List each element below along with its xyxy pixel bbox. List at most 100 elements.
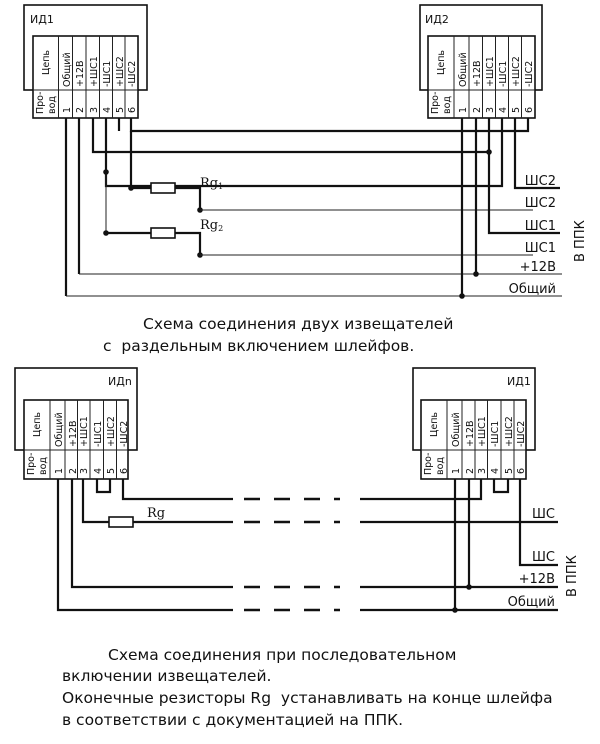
pin-label: -ШС1 xyxy=(490,421,501,447)
column-header-wire: вод xyxy=(47,96,58,114)
caption-diagram1-line1: Схема соединения двух извещателей xyxy=(143,315,454,333)
resistor-label-rg2: Rg2 xyxy=(200,218,223,233)
wire-rg1-out xyxy=(175,186,202,210)
pin-label: +12В xyxy=(465,420,476,447)
junction-dot xyxy=(473,271,479,277)
column-header-circuit: Цепь xyxy=(429,412,440,437)
pin-number: 6 xyxy=(524,107,535,113)
wire-rg-in xyxy=(81,479,109,524)
pin-label: Общий xyxy=(62,52,73,87)
detector-id1-bottom: ИД1 ЦепьПро-водОбщий1+12В2+ШС13-ШС14+ШС2… xyxy=(412,367,536,480)
junction-dot xyxy=(486,149,492,155)
terminal-block: ЦепьПро-водОбщий1+12В2+ШС13-ШС14+ШС25-ШС… xyxy=(427,35,536,119)
output-label: Общий xyxy=(509,282,556,297)
pin-number: 3 xyxy=(79,468,90,474)
pin-label: +ШС1 xyxy=(89,56,100,87)
caption-diagram1-line2: с раздельным включением шлейфов. xyxy=(103,337,415,355)
pin-label: +ШС2 xyxy=(115,56,126,87)
destination-label: В ППК xyxy=(565,555,580,597)
pin-number: 1 xyxy=(458,107,469,113)
pin-label: -ШС1 xyxy=(498,61,509,87)
pin-number: 5 xyxy=(511,107,522,113)
rg-name: Rg xyxy=(200,218,218,233)
output-label: ШС1 xyxy=(525,219,556,234)
pin-label: +ШС1 xyxy=(477,416,488,447)
column-header-wire: Про- xyxy=(35,92,46,114)
output-label: ШС xyxy=(532,507,555,522)
detector-id2-top: ИД2 ЦепьПро-водОбщий1+12В2+ШС13-ШС14+ШС2… xyxy=(419,4,543,119)
pin-label: -ШС1 xyxy=(102,61,113,87)
output-label: ШС xyxy=(532,550,555,565)
pin-number: 2 xyxy=(75,107,86,113)
wires-2 xyxy=(56,479,558,613)
junction-dot xyxy=(452,607,458,613)
junction-dot xyxy=(103,230,109,236)
pin-number: 5 xyxy=(115,107,126,113)
pin-label: +ШС1 xyxy=(79,416,90,447)
terminal-block: ЦепьПро-водОбщий1+12В2+ШС13-ШС14+ШС25-ШС… xyxy=(23,399,130,480)
pin-label: +12В xyxy=(75,60,86,87)
pin-number: 2 xyxy=(472,107,483,113)
wire-shs-top-right xyxy=(360,479,483,501)
caption-diagram2-line2: включении извещателей. xyxy=(62,667,272,685)
output-label: Общий xyxy=(508,595,555,610)
pin-number: 4 xyxy=(490,468,501,474)
rg-index: 1 xyxy=(218,182,223,191)
detector-id1-top: ИД1 ЦепьПро-водОбщий1+12В2+ШС13-ШС14+ШС2… xyxy=(23,4,148,119)
wire-rg2-out xyxy=(175,231,202,255)
column-header-wire: Про- xyxy=(430,92,441,114)
pin-label: -ШС2 xyxy=(516,421,527,447)
resistor-rg2 xyxy=(150,227,176,239)
pin-number: 6 xyxy=(127,107,138,113)
pin-number: 4 xyxy=(498,107,509,113)
pin-label: -ШС1 xyxy=(93,421,104,447)
terminal-frame xyxy=(23,399,129,480)
column-header-wire: вод xyxy=(435,457,446,475)
pin-number: 5 xyxy=(106,468,117,474)
caption-diagram2-line1: Схема соединения при последовательном xyxy=(108,646,457,664)
wires xyxy=(64,118,562,299)
junction-dot xyxy=(128,185,134,191)
jumper-left xyxy=(95,479,112,494)
pin-label: -ШС2 xyxy=(524,61,535,87)
pin-label: +12В xyxy=(68,420,79,447)
column-header-wire: вод xyxy=(38,457,49,475)
wire-out-shs1-thick xyxy=(487,118,560,235)
pin-label: Общий xyxy=(451,412,462,447)
diagram2: ИДn ЦепьПро-водОбщий1+12В2+ШС13-ШС14+ШС2… xyxy=(14,367,580,613)
output-label: +12В xyxy=(519,572,555,587)
pin-label: Общий xyxy=(458,52,469,87)
wire-out-shs2-thick xyxy=(513,118,560,190)
detector-title: ИД1 xyxy=(507,375,531,388)
wire-common xyxy=(56,479,233,612)
pin-number: 4 xyxy=(93,468,104,474)
pin-number: 4 xyxy=(102,107,113,113)
wire-shs2-minus xyxy=(129,118,530,133)
resistor-rg1 xyxy=(150,182,176,194)
column-header-circuit: Цепь xyxy=(41,50,52,75)
pin-label: +ШС2 xyxy=(511,56,522,87)
detector-title: ИД1 xyxy=(30,13,54,26)
pin-label: -ШС2 xyxy=(127,61,138,87)
pin-number: 6 xyxy=(119,468,130,474)
caption-diagram2-line4: в соответствии с документацией на ППК. xyxy=(62,711,404,729)
destination-label: В ППК xyxy=(573,220,588,262)
output-label: ШС2 xyxy=(525,196,556,211)
column-header-wire: Про- xyxy=(423,453,434,475)
terminal-frame xyxy=(427,35,536,119)
junction-dot xyxy=(103,169,109,175)
wire-shs1-a xyxy=(91,118,489,154)
rg-index: 2 xyxy=(218,224,223,233)
detector-title: ИДn xyxy=(108,375,132,388)
detector-idn: ИДn ЦепьПро-водОбщий1+12В2+ШС13-ШС14+ШС2… xyxy=(14,367,138,480)
pin-number: 3 xyxy=(89,107,100,113)
column-header-circuit: Цепь xyxy=(436,50,447,75)
pin-label: Общий xyxy=(54,412,65,447)
terminal-frame xyxy=(420,399,527,480)
wire-12v xyxy=(70,479,233,589)
pin-number: 2 xyxy=(68,468,79,474)
wire-shs-top xyxy=(121,479,233,501)
wire-out-shs2 xyxy=(518,479,558,567)
pin-number: 2 xyxy=(465,468,476,474)
